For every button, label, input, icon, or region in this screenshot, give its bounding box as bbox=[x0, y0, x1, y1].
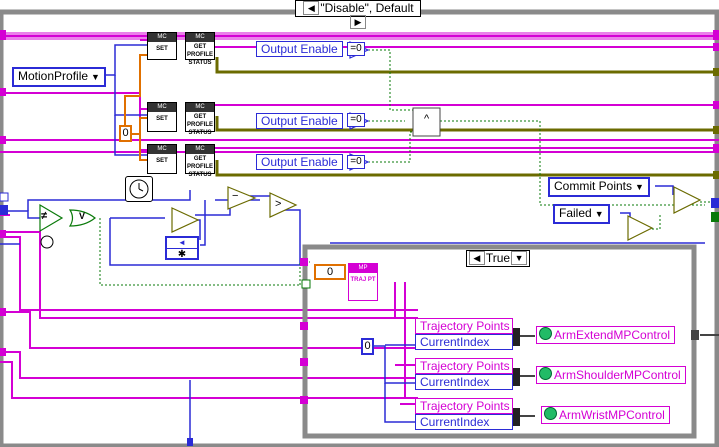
mc-body: GET PROFILE STATUS bbox=[186, 156, 213, 178]
globe-icon bbox=[539, 327, 552, 340]
enum-motion-profile-label: MotionProfile bbox=[18, 69, 89, 83]
case-next-icon[interactable]: ▼ bbox=[511, 251, 528, 265]
current-index-property[interactable]: CurrentIndex bbox=[415, 334, 513, 350]
mc-header: MC bbox=[186, 103, 214, 112]
clock-icon bbox=[129, 179, 149, 199]
traj-property-node[interactable]: Trajectory Points CurrentIndex bbox=[415, 398, 513, 430]
enum-commit-points-label: Commit Points bbox=[554, 179, 633, 193]
mc-header: MC bbox=[186, 145, 214, 154]
enum-failed[interactable]: Failed▼ bbox=[553, 204, 610, 224]
inner-case-selector[interactable]: ◀True▼ bbox=[466, 250, 530, 267]
mc-status-node[interactable]: MC GET PROFILE STATUS bbox=[185, 144, 215, 178]
terminal-green-right bbox=[711, 212, 719, 222]
ref-arm-wrist[interactable]: ArmWristMPControl bbox=[541, 406, 670, 424]
mc-body: SET bbox=[156, 46, 168, 52]
globe-icon bbox=[539, 367, 552, 380]
case-prev-icon[interactable]: ◀ bbox=[303, 1, 320, 15]
mc-body: SET bbox=[156, 158, 168, 164]
shift-arrow-icon: ◄ bbox=[167, 238, 197, 249]
enum-failed-label: Failed bbox=[559, 206, 592, 220]
mc-status-node[interactable]: MC GET PROFILE STATUS bbox=[185, 102, 215, 136]
trajectory-points-property[interactable]: Trajectory Points bbox=[415, 318, 513, 334]
case-prev-icon[interactable]: ◀ bbox=[468, 251, 485, 265]
output-enable-property[interactable]: Output Enable bbox=[256, 113, 343, 129]
ref-label: ArmShoulderMPControl bbox=[554, 368, 681, 382]
or-symbol: V bbox=[79, 211, 86, 221]
shift-register[interactable]: ◄ ✱ bbox=[165, 236, 199, 260]
ref-label: ArmWristMPControl bbox=[559, 408, 665, 422]
trajectory-points-property[interactable]: Trajectory Points bbox=[415, 398, 513, 414]
terminal-blue-right bbox=[711, 198, 719, 208]
not-equal-symbol: ≠ bbox=[41, 210, 48, 222]
compare-triangle bbox=[171, 207, 200, 233]
constant-zero-inner: 0 bbox=[326, 266, 334, 278]
constant-zero-index[interactable]: 0 bbox=[361, 338, 374, 355]
eq-zero-label: =0 bbox=[347, 113, 365, 127]
timer-node[interactable] bbox=[125, 176, 153, 202]
dropdown-icon[interactable]: ▼ bbox=[91, 72, 100, 82]
mc-set-node[interactable]: MC SET bbox=[147, 144, 177, 174]
subtract-triangle bbox=[227, 186, 257, 210]
constant-zero-array[interactable]: 0 bbox=[314, 264, 346, 280]
greater-symbol: > bbox=[275, 198, 282, 210]
mp-traj-pt-node[interactable]: MP TRAJ PT bbox=[348, 263, 378, 301]
terminal-blue bbox=[0, 205, 8, 215]
current-index-property[interactable]: CurrentIndex bbox=[415, 374, 513, 390]
mc-header: MC bbox=[148, 103, 176, 112]
ref-label: ArmExtendMPControl bbox=[554, 328, 671, 342]
mc-set-node[interactable]: MC SET bbox=[147, 32, 177, 60]
mc-header: MC bbox=[186, 33, 214, 42]
build-array bbox=[412, 107, 441, 137]
eq-zero-label: =0 bbox=[347, 42, 365, 56]
multiply-icon: ✱ bbox=[177, 249, 187, 260]
selector-terminal bbox=[301, 279, 311, 289]
compare-triangle bbox=[673, 186, 702, 214]
mp-header: MP bbox=[349, 264, 377, 273]
eq-zero-label: =0 bbox=[347, 155, 365, 169]
mc-body: SET bbox=[156, 116, 168, 122]
or-gate bbox=[68, 209, 96, 227]
output-enable-property[interactable]: Output Enable bbox=[256, 41, 343, 57]
and-symbol: ^ bbox=[424, 113, 430, 125]
trajectory-points-property[interactable]: Trajectory Points bbox=[415, 358, 513, 374]
terminal-question bbox=[0, 192, 9, 202]
constant-zero[interactable]: 0 bbox=[119, 125, 132, 142]
output-enable-property[interactable]: Output Enable bbox=[256, 154, 343, 170]
inner-case-frame bbox=[302, 244, 697, 439]
mc-body: GET PROFILE STATUS bbox=[186, 44, 213, 66]
mc-header: MC bbox=[148, 33, 176, 42]
case-next-icon[interactable]: ▶ bbox=[350, 15, 366, 29]
not-equal-triangle bbox=[39, 203, 64, 233]
minus-symbol: − bbox=[232, 190, 239, 202]
dropdown-icon[interactable]: ▼ bbox=[635, 182, 644, 192]
mc-header: MC bbox=[148, 145, 176, 154]
ref-arm-shoulder[interactable]: ArmShoulderMPControl bbox=[536, 366, 686, 384]
case-selector-label: "Disable", Default bbox=[320, 1, 414, 15]
traj-property-node[interactable]: Trajectory Points CurrentIndex bbox=[415, 358, 513, 390]
stop-circle bbox=[40, 235, 54, 249]
ref-arm-extend[interactable]: ArmExtendMPControl bbox=[536, 326, 676, 344]
mc-body: GET PROFILE STATUS bbox=[186, 114, 213, 136]
mc-status-node[interactable]: MC GET PROFILE STATUS bbox=[185, 32, 215, 66]
compare-triangle bbox=[627, 215, 654, 241]
globe-icon bbox=[544, 407, 557, 420]
mp-body: TRAJ PT bbox=[350, 277, 376, 283]
traj-property-node[interactable]: Trajectory Points CurrentIndex bbox=[415, 318, 513, 350]
mc-set-node[interactable]: MC SET bbox=[147, 102, 177, 132]
inner-case-label: True bbox=[485, 251, 511, 265]
enum-motion-profile[interactable]: MotionProfile▼ bbox=[12, 67, 106, 87]
current-index-property[interactable]: CurrentIndex bbox=[415, 414, 513, 430]
case-selector[interactable]: ◀"Disable", Default▶ bbox=[295, 0, 421, 29]
enum-commit-points[interactable]: Commit Points▼ bbox=[548, 177, 650, 197]
dropdown-icon[interactable]: ▼ bbox=[594, 209, 604, 219]
greater-triangle bbox=[269, 192, 298, 218]
